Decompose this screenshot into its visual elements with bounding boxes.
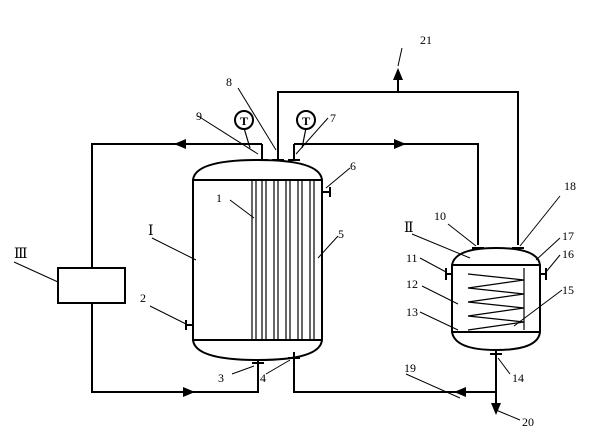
label-reactor-I: Ⅰ bbox=[148, 224, 154, 239]
label-21: 21 bbox=[420, 33, 432, 47]
arrow-left-19 bbox=[454, 387, 466, 397]
label-8: 8 bbox=[226, 75, 232, 89]
tube-bundle bbox=[251, 180, 315, 340]
label-4: 4 bbox=[260, 371, 266, 385]
return-line-19 bbox=[293, 355, 501, 415]
arrow-bottom-left bbox=[183, 387, 195, 397]
arrow-top-left bbox=[174, 139, 186, 149]
arrow-right-top bbox=[394, 139, 406, 149]
label-1: 1 bbox=[216, 191, 222, 205]
arrow-up-21 bbox=[393, 68, 403, 80]
label-6: 6 bbox=[350, 159, 356, 173]
leader-lines bbox=[13, 47, 563, 421]
heating-coil bbox=[467, 273, 525, 331]
label-19: 19 bbox=[404, 361, 416, 375]
label-14: 14 bbox=[512, 371, 524, 385]
tank-II bbox=[445, 246, 547, 355]
label-20: 20 bbox=[522, 415, 534, 429]
svg-text:T: T bbox=[240, 114, 248, 128]
unit-III-box bbox=[57, 267, 126, 304]
label-12: 12 bbox=[406, 277, 418, 291]
arrow-down-20 bbox=[491, 403, 501, 415]
transfer-line-top bbox=[294, 139, 479, 245]
thermometer-left: T bbox=[234, 110, 254, 149]
label-7: 7 bbox=[330, 111, 336, 125]
circulation-loop-left bbox=[91, 139, 262, 397]
label-9: 9 bbox=[196, 109, 202, 123]
labels: Ⅰ Ⅱ Ⅲ 1 2 3 4 5 6 7 8 9 10 11 12 13 14 1… bbox=[14, 33, 576, 429]
outlet-21-line bbox=[277, 68, 519, 245]
label-13: 13 bbox=[406, 305, 418, 319]
label-10: 10 bbox=[434, 209, 446, 223]
label-18: 18 bbox=[564, 179, 576, 193]
label-5: 5 bbox=[338, 227, 344, 241]
label-3: 3 bbox=[218, 371, 224, 385]
reactor-I bbox=[185, 144, 331, 366]
label-15: 15 bbox=[562, 283, 574, 297]
label-unit-III: Ⅲ bbox=[14, 247, 28, 262]
thermometer-right: T bbox=[296, 110, 316, 149]
label-2: 2 bbox=[140, 291, 146, 305]
label-11: 11 bbox=[406, 251, 418, 265]
label-16: 16 bbox=[562, 247, 574, 261]
svg-text:T: T bbox=[302, 114, 310, 128]
label-tank-II: Ⅱ bbox=[404, 221, 414, 236]
label-17: 17 bbox=[562, 229, 574, 243]
